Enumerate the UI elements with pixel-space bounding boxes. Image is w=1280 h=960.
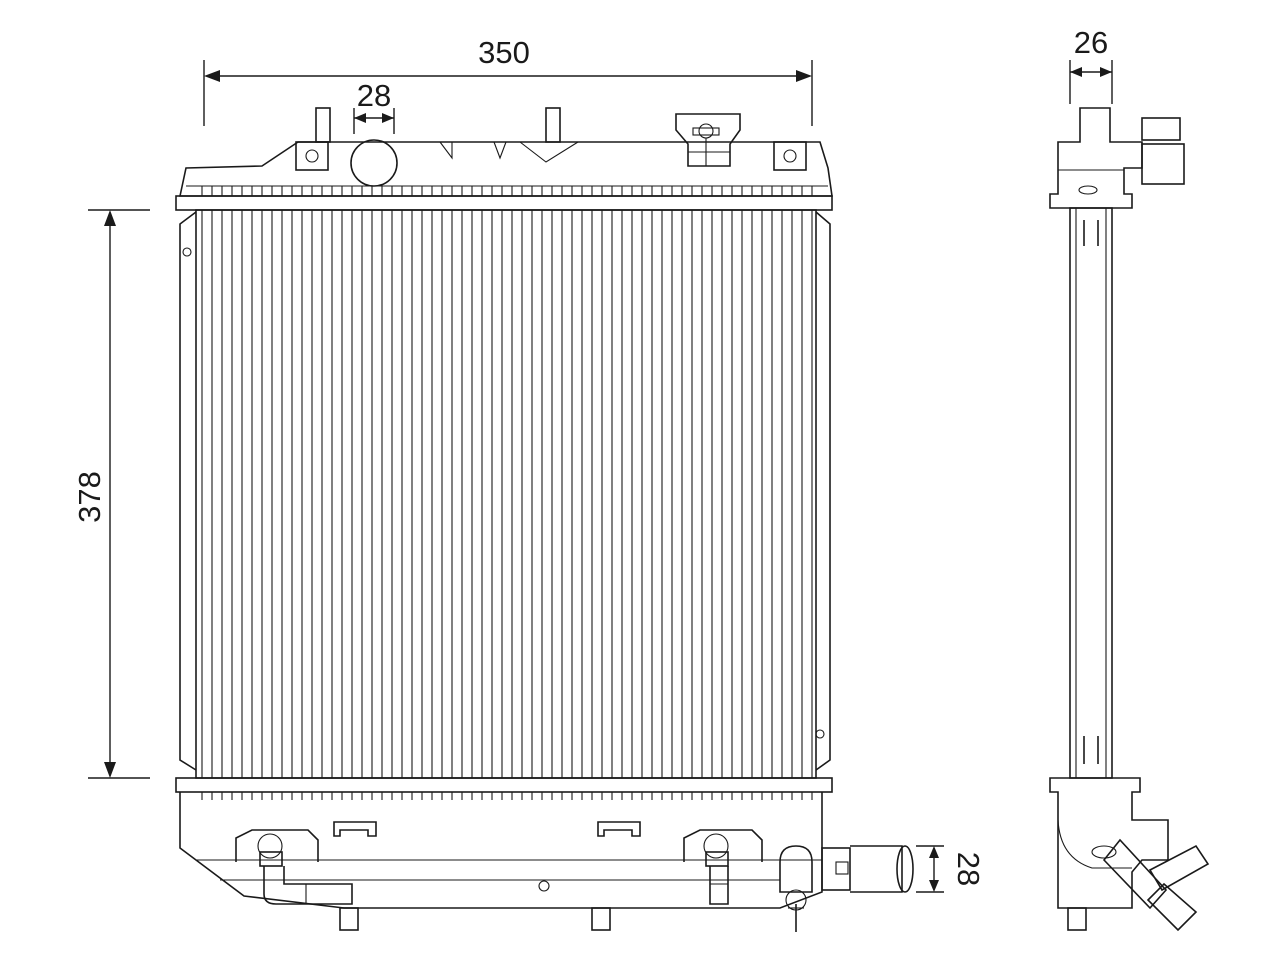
lower-tank [175, 777, 914, 932]
right-cooler-fitting [683, 829, 763, 905]
upper-tank [175, 107, 833, 211]
outlet-label: 28 [951, 852, 986, 886]
radiator-core [179, 209, 831, 779]
height-label: 378 [72, 471, 107, 523]
front-view [175, 107, 914, 932]
left-cooler-fitting [235, 829, 353, 905]
drain-plug [779, 845, 813, 932]
header-teeth-top [201, 186, 813, 196]
core-depth-label: 26 [1074, 25, 1108, 60]
dimension-width: 350 [203, 35, 813, 126]
dimension-core-depth: 26 [1069, 25, 1113, 104]
header-teeth-bottom [201, 792, 813, 800]
core-tubes [201, 210, 813, 778]
dimension-height: 378 [72, 209, 150, 779]
dimension-outlet: 28 [916, 845, 986, 893]
side-view [1049, 107, 1210, 932]
filler-neck-label: 28 [357, 78, 391, 113]
width-label: 350 [478, 35, 530, 70]
dimension-filler-neck: 28 [353, 78, 395, 134]
outlet-pipe [821, 845, 914, 893]
filler-neck [350, 139, 398, 187]
radiator-cap [675, 113, 741, 167]
